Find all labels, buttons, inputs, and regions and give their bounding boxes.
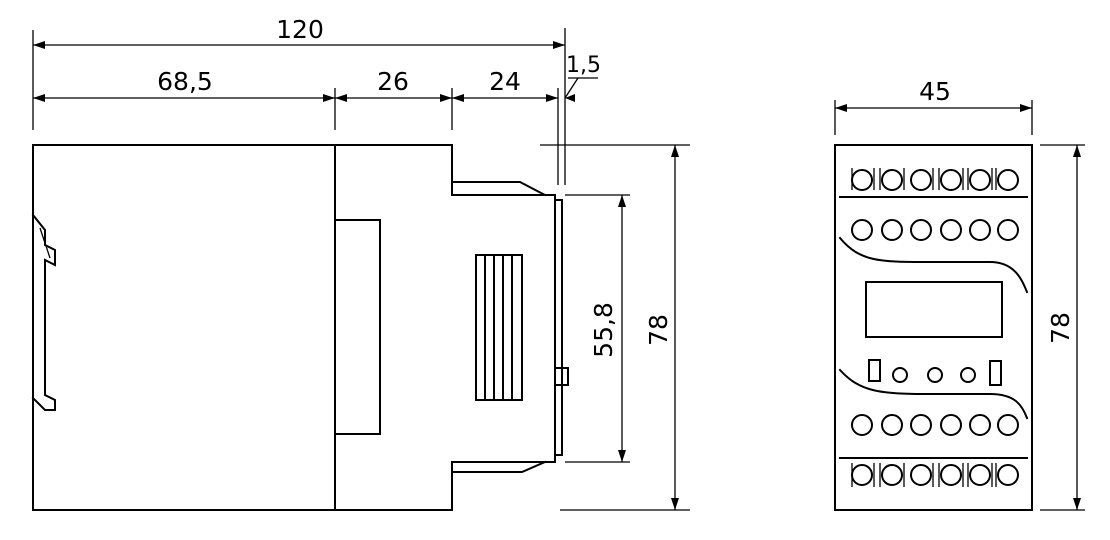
dimension-label-1-5: 1,5 xyxy=(566,53,601,78)
lcd-display xyxy=(865,281,1003,338)
led-3 xyxy=(960,367,976,383)
dimension-total-width: 120 xyxy=(32,15,566,185)
dimension-inner-height: 55,8 xyxy=(565,194,630,463)
front-view: 45 xyxy=(834,77,1085,511)
dimension-label-26: 26 xyxy=(377,67,409,96)
dimension-label-68-5: 68,5 xyxy=(157,67,213,96)
dimension-label-45: 45 xyxy=(919,77,951,106)
dimension-label-55-8: 55,8 xyxy=(589,302,618,358)
dimension-label-120: 120 xyxy=(276,15,324,44)
side-view: 120 68,5 26 24 1,5 xyxy=(31,15,690,511)
led-1 xyxy=(892,367,908,383)
dimension-total-height: 78 xyxy=(540,144,690,511)
dimension-front-height: 78 xyxy=(1040,144,1085,511)
dimension-label-24: 24 xyxy=(489,67,521,96)
side-body xyxy=(31,144,569,511)
terminal-row-top-outer xyxy=(851,168,1019,191)
left-switch xyxy=(868,359,881,382)
vent-grille xyxy=(475,254,523,401)
dimension-front-width: 45 xyxy=(834,77,1033,135)
terminal-row-bottom-outer xyxy=(851,463,1019,487)
dimension-label-78-front: 78 xyxy=(1046,312,1075,344)
led-2 xyxy=(927,367,943,383)
dimension-label-78-side: 78 xyxy=(644,314,673,346)
terminal-row-bottom-inner xyxy=(851,414,1019,436)
terminal-row-top-inner xyxy=(851,219,1019,241)
dimension-sections: 68,5 26 24 1,5 xyxy=(33,53,601,185)
right-switch xyxy=(989,360,1002,386)
